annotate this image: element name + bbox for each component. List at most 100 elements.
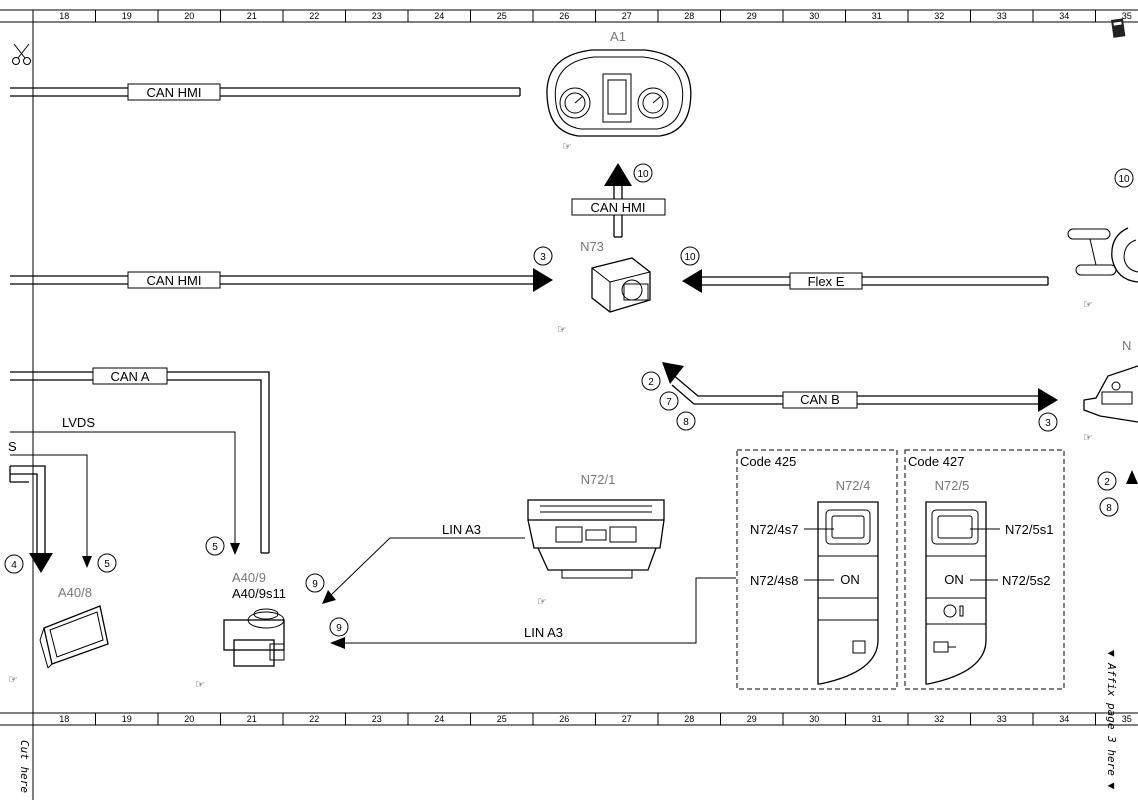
svg-text:3: 3 <box>1045 418 1051 429</box>
bottom-ruler-tick-label: 18 <box>59 714 69 724</box>
top-ruler-tick-label: 34 <box>1059 11 1069 21</box>
circle-9-lower: 9 <box>329 617 349 637</box>
can-hmi-vertical-bus: CAN HMI <box>571 163 666 238</box>
label-n72-1: N72/1 <box>581 472 616 487</box>
module-partial-edge: N <box>1083 338 1138 423</box>
can-hmi-top-bus: CAN HMI <box>10 83 521 101</box>
top-ruler-tick-label: 28 <box>684 11 694 21</box>
label-can-hmi-vertical: CAN HMI <box>591 200 646 215</box>
can-a-bus: CAN A <box>10 367 270 554</box>
reference-hand-icon-a40-9: ☞ <box>195 679 205 691</box>
circle-9-upper: 9 <box>305 573 325 593</box>
circle-7: 7 <box>659 391 679 411</box>
label-a40-9: A40/9 <box>232 570 266 585</box>
lvds-line: LVDS S <box>8 415 240 568</box>
scissors-icon <box>12 43 31 65</box>
bottom-ruler-tick-label: 33 <box>997 714 1007 724</box>
svg-text:8: 8 <box>683 417 689 428</box>
label-a1: A1 <box>610 29 626 44</box>
on-label-right: ON <box>944 572 964 587</box>
code-425-box: Code 425 N72/4 ON N72/4s7 N72/4s8 <box>736 449 898 690</box>
bottom-ruler-tick-label: 34 <box>1059 714 1069 724</box>
bottom-ruler-tick-label: 24 <box>434 714 444 724</box>
bottom-ruler-tick-label: 26 <box>559 714 569 724</box>
top-ruler-tick-label: 35 <box>1122 11 1132 21</box>
top-ruler-tick-label: 25 <box>497 11 507 21</box>
svg-text:8: 8 <box>1106 503 1112 514</box>
label-code-425: Code 425 <box>740 454 796 469</box>
top-ruler-tick-label: 19 <box>122 11 132 21</box>
svg-text:9: 9 <box>312 579 318 590</box>
label-lvds-partial: S <box>8 439 17 454</box>
bottom-ruler-tick-label: 19 <box>122 714 132 724</box>
svg-text:7: 7 <box>666 397 672 408</box>
display-a40-8: A40/8 <box>39 585 109 669</box>
bottom-ruler-tick-label: 27 <box>622 714 632 724</box>
can-b-bus: CAN B <box>662 362 1058 412</box>
top-ruler-tick-label: 29 <box>747 11 757 21</box>
label-n72-5s1: N72/5s1 <box>1005 522 1053 537</box>
svg-text:3: 3 <box>540 252 546 263</box>
label-can-a: CAN A <box>110 369 149 384</box>
affix-page-text: ▼ Affix page 3 here ▼ <box>1105 650 1118 789</box>
top-ruler-tick-label: 30 <box>809 11 819 21</box>
a40-8-double-bus <box>9 465 53 573</box>
can-hmi-middle-bus: CAN HMI <box>10 268 553 292</box>
instrument-cluster-a1: A1 <box>546 29 692 137</box>
svg-text:10: 10 <box>684 252 696 263</box>
svg-text:5: 5 <box>104 559 110 570</box>
bottom-ruler-tick-label: 30 <box>809 714 819 724</box>
bottom-ruler-tick-label: 28 <box>684 714 694 724</box>
cut-here-text: Cut here <box>18 740 31 793</box>
label-n73: N73 <box>580 239 604 254</box>
label-n72-5s2: N72/5s2 <box>1002 573 1050 588</box>
reference-hand-icon-n73: ☞ <box>557 324 567 336</box>
bottom-ruler-tick-label: 32 <box>934 714 944 724</box>
circle-10-a1: 10 <box>633 163 653 183</box>
label-code-427: Code 427 <box>908 454 964 469</box>
top-ruler-tick-label: 20 <box>184 11 194 21</box>
svg-text:10: 10 <box>1118 174 1130 185</box>
control-panel-n72-1: N72/1 <box>527 472 665 579</box>
reference-hand-icon: ☞ <box>562 141 572 153</box>
reference-hand-icon-left: ☞ <box>8 674 18 686</box>
top-ruler-tick-label: 23 <box>372 11 382 21</box>
label-n72-4s8: N72/4s8 <box>750 573 798 588</box>
svg-text:2: 2 <box>648 377 654 388</box>
label-a40-8: A40/8 <box>58 585 92 600</box>
top-ruler-tick-label: 21 <box>247 11 257 21</box>
label-can-hmi-top: CAN HMI <box>147 85 202 100</box>
on-label-left: ON <box>840 572 860 587</box>
bottom-ruler-tick-label: 20 <box>184 714 194 724</box>
circle-3-can-b: 3 <box>1038 412 1058 432</box>
circle-3-n73-left: 3 <box>533 246 553 266</box>
svg-text:10: 10 <box>637 169 649 180</box>
top-ruler-tick-label: 26 <box>559 11 569 21</box>
pencil-icon <box>1111 18 1126 38</box>
bottom-ruler-tick-label: 25 <box>497 714 507 724</box>
arrow-edge <box>1126 470 1138 484</box>
circle-8-edge: 8 <box>1099 497 1119 517</box>
svg-text:4: 4 <box>11 560 17 571</box>
label-can-b: CAN B <box>800 392 840 407</box>
label-lin-a3-upper: LIN A3 <box>442 522 481 537</box>
top-ruler-tick-label: 31 <box>872 11 882 21</box>
label-n72-4s7: N72/4s7 <box>750 522 798 537</box>
top-ruler-tick-label: 32 <box>934 11 944 21</box>
top-ruler-tick-label: 27 <box>622 11 632 21</box>
lin-a3-upper-line: LIN A3 <box>322 522 525 604</box>
reference-hand-icon-n72-1: ☞ <box>537 596 547 608</box>
top-ruler-tick-label: 33 <box>997 11 1007 21</box>
circle-10-n73-right: 10 <box>680 246 700 266</box>
circle-4: 4 <box>4 554 24 574</box>
reference-hand-icon-edge: ☞ <box>1083 299 1093 311</box>
label-can-hmi-middle: CAN HMI <box>147 273 202 288</box>
bottom-ruler-tick-label: 29 <box>747 714 757 724</box>
reference-hand-icon-module: ☞ <box>1083 432 1093 444</box>
bottom-ruler-tick-label: 23 <box>372 714 382 724</box>
label-lin-a3-lower: LIN A3 <box>524 625 563 640</box>
label-a40-9s11: A40/9s11 <box>232 586 286 601</box>
